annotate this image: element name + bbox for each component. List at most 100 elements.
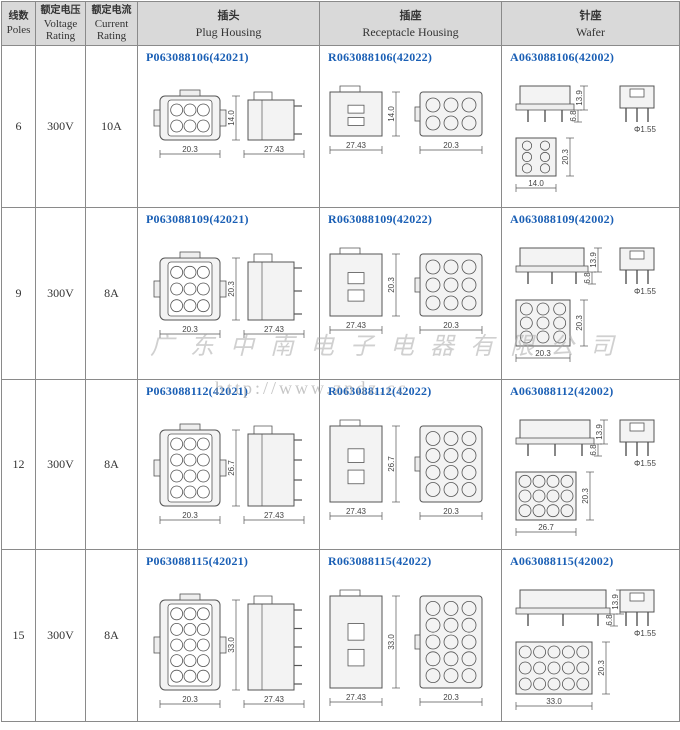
receptacle-housing-drawing: 27.43 33.0 20.3 (329, 589, 483, 706)
dimension-label: 20.3 (182, 325, 198, 334)
plug-part-number: P063088109(42021) (146, 212, 249, 226)
dimension-label: 13.9 (589, 252, 598, 268)
receptacle-housing-cell: 27.43 14.0 20.3 R063088106(42022) (319, 45, 502, 208)
receptacle-part-number: R063088112(42022) (328, 384, 432, 398)
wafer-drawing: 13.9 6.8Φ1.55 33.0 20.3 (515, 589, 657, 710)
pin-diameter-label: Φ1.55 (634, 125, 657, 134)
dimension-label: 20.3 (443, 507, 459, 516)
dimension-label: 6.8 (589, 444, 598, 456)
wafer-part-number: A063088109(42002) (510, 212, 615, 226)
dimension-label: 26.7 (538, 523, 554, 532)
plug-part-number: P063088106(42021) (146, 50, 249, 64)
dimension-label: 20.3 (182, 145, 198, 154)
voltage-cell: 300V (35, 379, 86, 550)
dimension-label: 6.8 (569, 110, 578, 122)
dimension-label: 14.0 (528, 179, 544, 188)
dimension-label: 20.3 (443, 141, 459, 150)
current-cell: 8A (85, 379, 138, 550)
voltage-cell: 300V (35, 207, 86, 380)
dimension-label: 14.0 (227, 110, 236, 126)
dimension-label: 27.43 (264, 325, 285, 334)
plug-housing-drawing: 20.3 14.0 27.43 (153, 89, 305, 158)
current-cell: 8A (85, 207, 138, 380)
wafer-drawing: 13.9 6.8Φ1.55 26.7 20.3 (515, 419, 657, 536)
dimension-label: 27.43 (264, 145, 285, 154)
dimension-label: 20.3 (443, 321, 459, 330)
wafer-part-number: A063088112(42002) (510, 384, 614, 398)
dimension-label: 27.43 (264, 511, 285, 520)
dimension-label: 27.43 (346, 507, 367, 516)
dimension-label: 6.8 (605, 614, 614, 626)
receptacle-housing-cell: 27.43 26.7 20.3 R063088112(42022) (319, 379, 502, 550)
dimension-label: 20.3 (227, 281, 236, 297)
poles-cell: 12 (1, 379, 36, 550)
dimension-label: 33.0 (387, 634, 396, 650)
wafer-drawing: 13.9 6.8Φ1.55 14.0 20.3 (515, 85, 657, 192)
wafer-part-number: A063088115(42002) (510, 554, 614, 568)
receptacle-part-number: R063088115(42022) (328, 554, 432, 568)
dimension-label: 13.9 (611, 594, 620, 610)
dimension-label: 20.3 (597, 660, 606, 676)
spec-row: 9 300V 8A 20.3 20.3 27.43 P063088109(420… (1, 207, 680, 380)
poles-cell: 6 (1, 45, 36, 208)
spec-row: 12 300V 8A 20.3 26.7 27.43 P063088112(42… (1, 379, 680, 550)
plug-housing-drawing: 20.3 26.7 27.43 (153, 423, 305, 524)
dimension-label: 13.9 (595, 424, 604, 440)
current-cell: 8A (85, 549, 138, 722)
plug-housing-cell: 20.3 20.3 27.43 P063088109(42021) (137, 207, 320, 380)
pin-diameter-label: Φ1.55 (634, 287, 657, 296)
dimension-label: 27.43 (264, 695, 285, 704)
wafer-drawing: 13.9 6.8Φ1.55 20.3 20.3 (515, 247, 657, 362)
receptacle-housing-cell: 27.43 20.3 20.3 R063088109(42022) (319, 207, 502, 380)
dimension-label: 6.8 (583, 272, 592, 284)
pin-diameter-label: Φ1.55 (634, 459, 657, 468)
receptacle-part-number: R063088106(42022) (328, 50, 433, 64)
pin-diameter-label: Φ1.55 (634, 629, 657, 638)
dimension-label: 13.9 (575, 90, 584, 106)
spec-row: 6 300V 10A 20.3 14.0 27.43 P063088106(42… (1, 45, 680, 208)
voltage-cell: 300V (35, 549, 86, 722)
receptacle-housing-drawing: 27.43 14.0 20.3 (329, 85, 483, 154)
plug-housing-cell: 20.3 26.7 27.43 P063088112(42021) (137, 379, 320, 550)
dimension-label: 20.3 (535, 349, 551, 358)
plug-housing-cell: 20.3 33.0 27.43 P063088115(42021) (137, 549, 320, 722)
receptacle-housing-cell: 27.43 33.0 20.3 R063088115(42022) (319, 549, 502, 722)
dimension-label: 27.43 (346, 321, 367, 330)
receptacle-housing-drawing: 27.43 20.3 20.3 (329, 247, 483, 334)
dimension-label: 20.3 (561, 149, 570, 165)
dimension-label: 33.0 (546, 697, 562, 706)
dimension-label: 26.7 (227, 460, 236, 476)
dimension-label: 33.0 (227, 637, 236, 653)
dimension-label: 27.43 (346, 693, 367, 702)
dimension-label: 14.0 (387, 106, 396, 122)
dimension-label: 20.3 (581, 488, 590, 504)
spec-row: 15 300V 8A 20.3 33.0 27.43 P063088115(42… (1, 549, 680, 722)
voltage-cell: 300V (35, 45, 86, 208)
dimension-label: 20.3 (182, 695, 198, 704)
plug-housing-drawing: 20.3 20.3 27.43 (153, 251, 305, 338)
poles-cell: 15 (1, 549, 36, 722)
receptacle-part-number: R063088109(42022) (328, 212, 433, 226)
dimension-label: 20.3 (387, 277, 396, 293)
dimension-label: 20.3 (443, 693, 459, 702)
poles-cell: 9 (1, 207, 36, 380)
plug-part-number: P063088115(42021) (146, 554, 249, 568)
dimension-label: 20.3 (182, 511, 198, 520)
dimension-label: 20.3 (575, 315, 584, 331)
plug-housing-cell: 20.3 14.0 27.43 P063088106(42021) (137, 45, 320, 208)
current-cell: 10A (85, 45, 138, 208)
dimension-label: 27.43 (346, 141, 367, 150)
wafer-part-number: A063088106(42002) (510, 50, 615, 64)
